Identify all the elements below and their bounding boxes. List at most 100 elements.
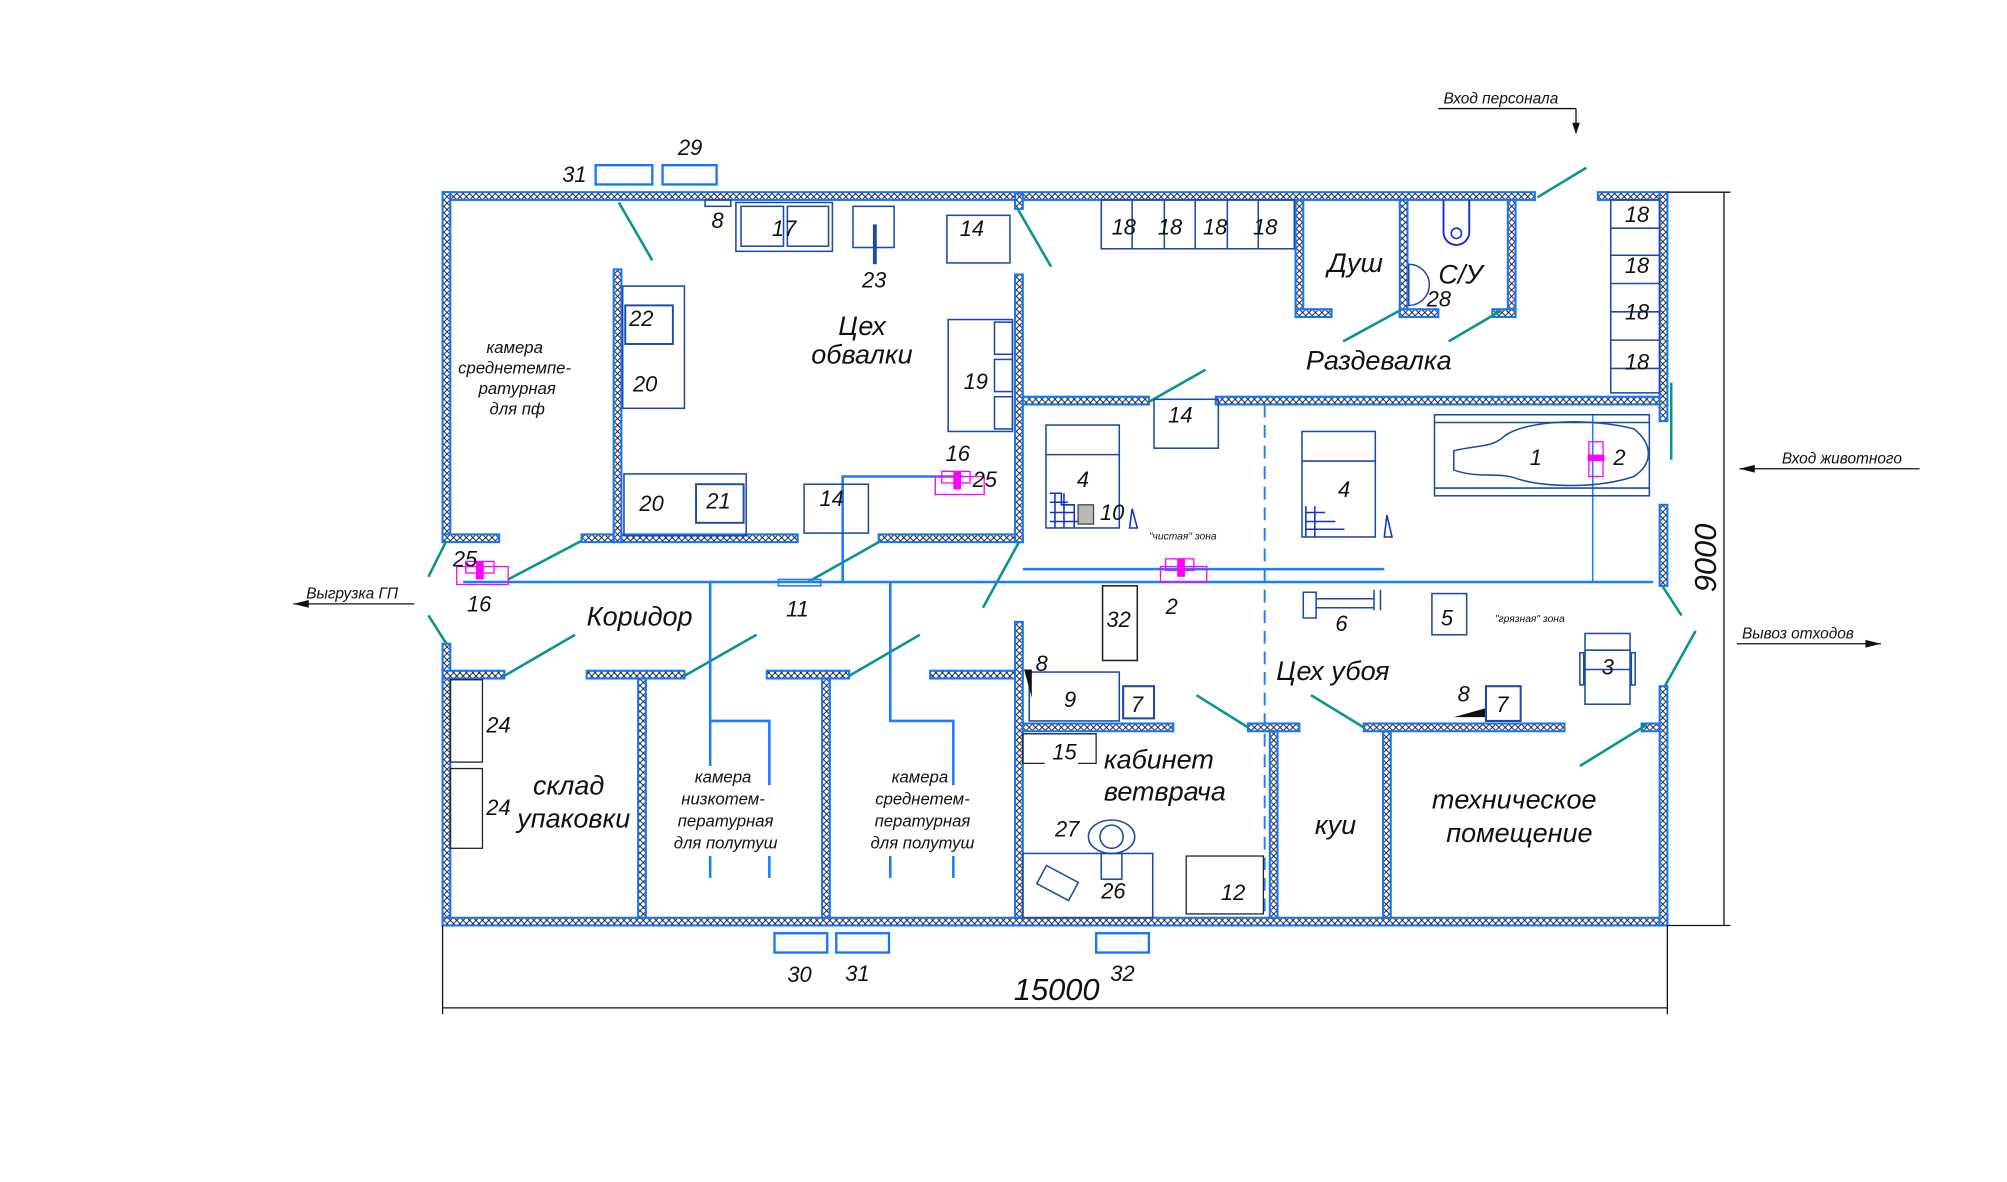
door[interactable] (1148, 368, 1207, 403)
equipment-number: 4 (1077, 467, 1089, 492)
wall (765, 669, 851, 680)
wall (1014, 273, 1024, 544)
wall (1398, 308, 1440, 318)
walls (441, 191, 1669, 927)
door[interactable] (507, 539, 583, 581)
window-32 (1094, 932, 1151, 954)
wall (1658, 503, 1669, 587)
table-32 (1101, 585, 1139, 662)
wall (1246, 722, 1301, 733)
equipment-number: 22 (628, 306, 653, 331)
room-kui: куи (1315, 810, 1356, 840)
equipment-number: 18 (1158, 215, 1183, 240)
table-14c (1153, 398, 1220, 449)
wall (612, 268, 623, 544)
door[interactable] (1663, 630, 1697, 687)
wall (1658, 191, 1669, 423)
washbasin-icon (1407, 263, 1431, 307)
wall (1294, 198, 1305, 317)
door[interactable] (1447, 309, 1503, 343)
container-5 (1431, 592, 1468, 636)
door[interactable] (848, 633, 921, 678)
rack-24b (449, 767, 484, 849)
equipment-number: 2 (1612, 445, 1625, 470)
door[interactable] (981, 541, 1021, 609)
dimensions: 15000 9000 (293, 107, 1920, 1015)
door[interactable] (1342, 309, 1401, 343)
door[interactable] (1536, 166, 1587, 199)
window-31 (594, 163, 654, 186)
door[interactable] (1579, 723, 1648, 768)
table-9 (1028, 671, 1121, 722)
lockers-18 (1100, 199, 1296, 250)
window-31b (835, 932, 891, 954)
equipment-number: 20 (632, 372, 657, 397)
equipment-number: 20 (638, 491, 663, 516)
door[interactable] (503, 633, 576, 678)
equipment-number: 16 (946, 441, 971, 466)
sink-7 (1122, 685, 1156, 720)
unloading-label: Выгрузка ГП (306, 586, 399, 603)
fan-icon (1587, 441, 1605, 478)
equipment-number: 8 (711, 208, 724, 233)
overhead-track (463, 404, 1654, 918)
sink-7b (1484, 685, 1522, 722)
equipment-number: 18 (1625, 253, 1650, 278)
equipment-number: 7 (1131, 692, 1144, 717)
table-14 (946, 214, 1011, 264)
animal-icon (1453, 421, 1649, 487)
equipment-number: 18 (1625, 350, 1650, 375)
wall (1294, 308, 1333, 318)
wall (1506, 198, 1517, 317)
equipment-number: 25 (452, 547, 478, 572)
wall (441, 669, 506, 680)
room-slaughter: Цех убоя (1276, 656, 1389, 686)
table-20 (621, 285, 686, 410)
equipment-number: 18 (1625, 202, 1650, 227)
desk-26 (1022, 852, 1154, 919)
width-dimension: 15000 (1014, 972, 1100, 1007)
door[interactable] (427, 614, 448, 645)
wall (1268, 730, 1279, 919)
equipment-number: 14 (960, 216, 984, 241)
person-icon (1087, 819, 1136, 880)
equipment-number: 17 (772, 216, 797, 241)
wall (441, 191, 452, 542)
wall (1021, 722, 1175, 733)
equipment-number: 8 (1458, 682, 1471, 707)
room-changing: Раздевалка (1306, 346, 1452, 376)
toilet-icon (1442, 199, 1471, 246)
door[interactable] (1195, 694, 1249, 729)
wall (1596, 191, 1669, 201)
equipment-number: 30 (787, 962, 811, 987)
door[interactable] (617, 201, 654, 262)
wall (1362, 722, 1566, 733)
equipment-number: 26 (1100, 878, 1126, 903)
door[interactable] (1016, 208, 1053, 268)
door[interactable] (427, 540, 448, 578)
dirty-zone-label: "грязная" зона (1495, 614, 1565, 625)
waste-exit-label: Вывоз отходов (1742, 626, 1854, 643)
rack-24 (449, 679, 484, 763)
wall (877, 533, 1024, 544)
equipment-number: 23 (861, 267, 886, 292)
door[interactable] (1661, 585, 1683, 617)
lockers-18-right (1609, 199, 1661, 394)
room-wc: С/У (1438, 260, 1485, 290)
wall (1014, 620, 1024, 919)
door[interactable] (683, 633, 758, 678)
height-dimension: 9000 (1688, 524, 1723, 593)
equipment-number: 4 (1338, 477, 1350, 502)
equipment-number: 32 (1110, 961, 1134, 986)
door[interactable] (1310, 694, 1365, 729)
fan-icon (456, 560, 509, 586)
equipment-number: 18 (1112, 215, 1137, 240)
equipment-number: 24 (485, 713, 510, 738)
wall (441, 533, 501, 544)
